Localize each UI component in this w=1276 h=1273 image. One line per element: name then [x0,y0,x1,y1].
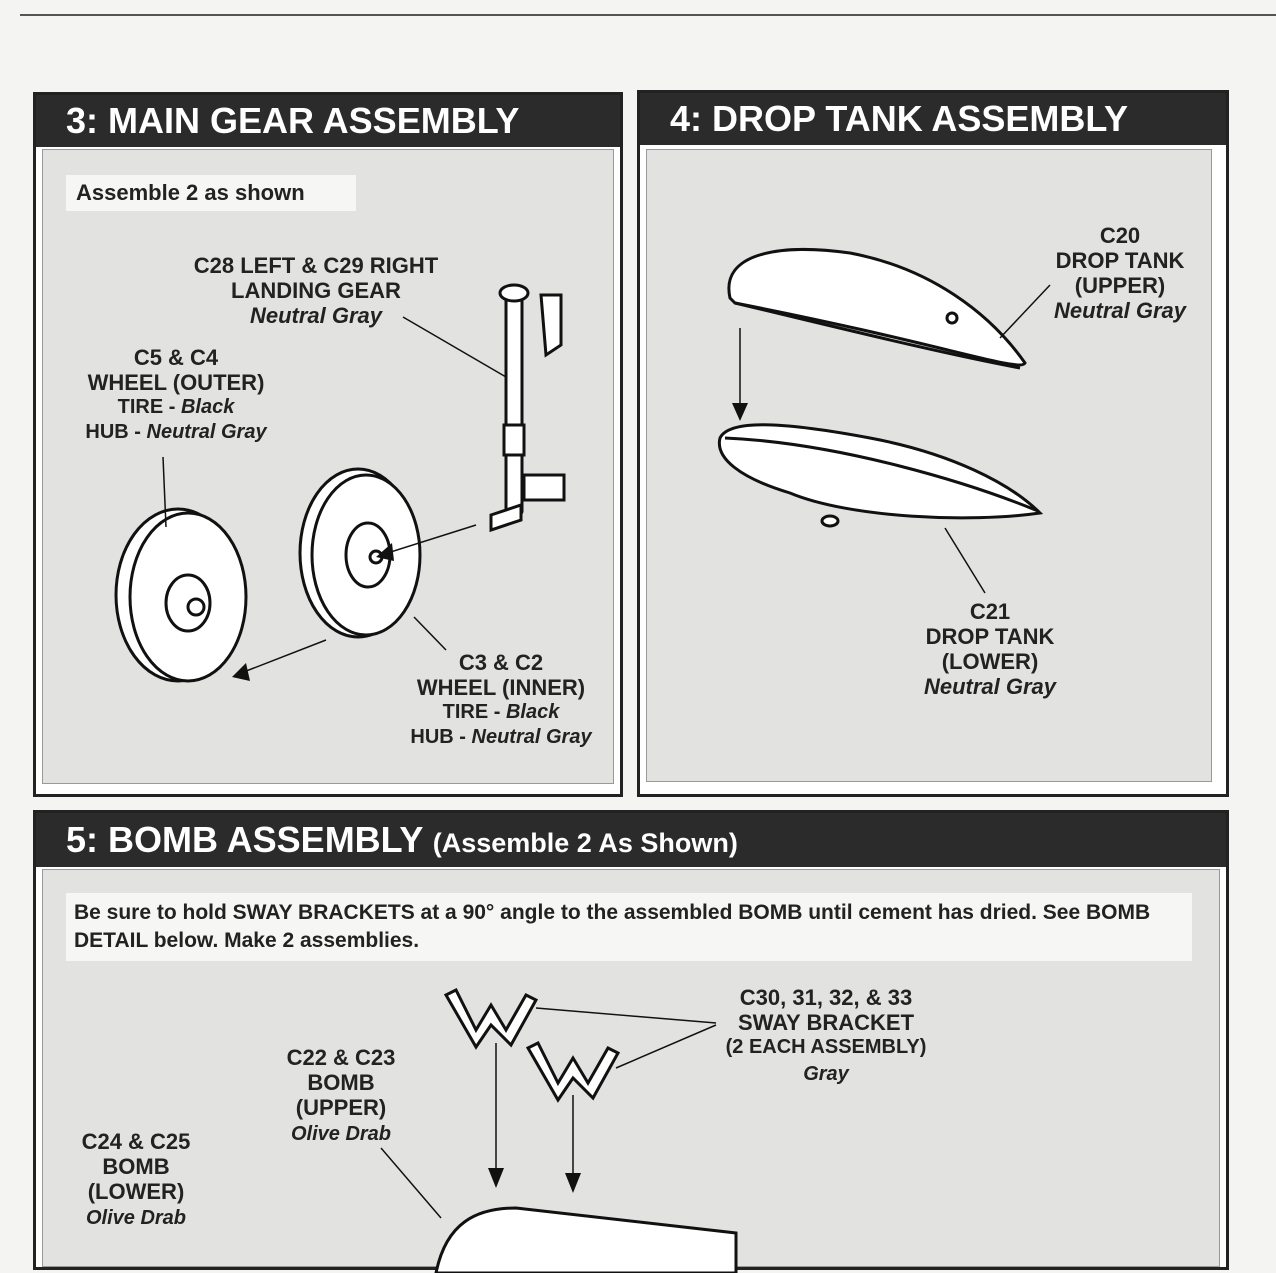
drop-tank-illustration [717,247,1051,594]
panel-title: 3: MAIN GEAR ASSEMBLY [36,95,620,147]
panel-title: 4: DROP TANK ASSEMBLY [640,93,1226,145]
gear-wheel-illustration [114,283,566,683]
panel-title: 5: BOMB ASSEMBLY (Assemble 2 As Shown) [36,813,1226,867]
page-edge [20,14,1276,16]
bomb-panel: 5: BOMB ASSEMBLY (Assemble 2 As Shown) B… [33,810,1229,1273]
main-gear-panel: 3: MAIN GEAR ASSEMBLY Assemble 2 as show… [33,92,623,797]
panel-note: Be sure to hold SWAY BRACKETS at a 90° a… [66,893,1192,961]
panel-note: Assemble 2 as shown [66,175,356,211]
